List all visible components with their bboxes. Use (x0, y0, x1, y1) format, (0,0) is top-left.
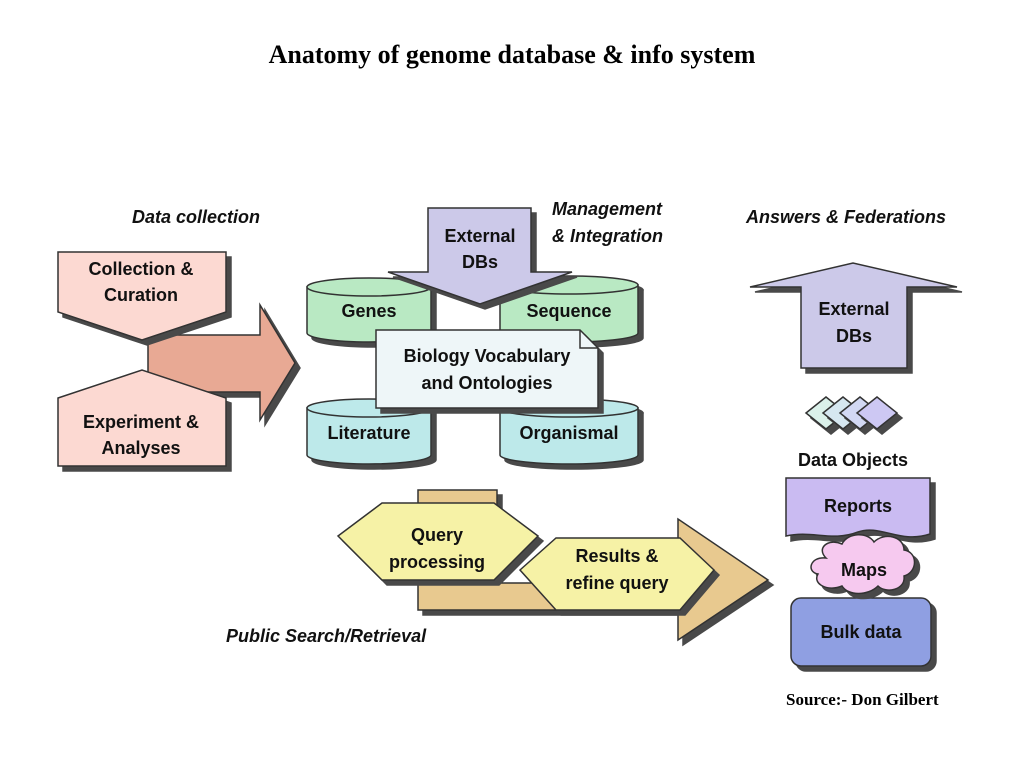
vocabulary-label-1: Biology Vocabulary (404, 346, 571, 366)
management-heading-1: Management (552, 199, 663, 219)
external-dbs-out-arrow (749, 262, 958, 369)
external-dbs-in-arrow (387, 207, 573, 305)
answers-heading: Answers & Federations (745, 207, 946, 227)
bulk-data-label: Bulk data (820, 622, 902, 642)
query-processing-box (336, 502, 540, 581)
data-objects-label: Data Objects (798, 450, 908, 470)
external-dbs-in-label-1: External (444, 226, 515, 246)
vocabulary-note (375, 329, 599, 409)
genes-label: Genes (341, 301, 396, 321)
results-refine-label-1: Results & (575, 546, 658, 566)
maps-cloud (810, 534, 916, 595)
sequence-label: Sequence (526, 301, 611, 321)
experiment-analyses-box (57, 369, 227, 467)
data-collection-heading: Data collection (132, 207, 260, 227)
data-objects-icon (804, 396, 899, 430)
literature-label: Literature (327, 423, 410, 443)
collection-curation-box (57, 251, 227, 341)
collection-curation-label-2: Curation (104, 285, 178, 305)
query-processing-label-2: processing (389, 552, 485, 572)
bulk-data-box (790, 597, 932, 667)
vocabulary-label-2: and Ontologies (421, 373, 552, 393)
experiment-analyses-label-2: Analyses (101, 438, 180, 458)
results-refine-box (518, 537, 716, 611)
experiment-analyses-label-1: Experiment & (83, 412, 199, 432)
genes-database (306, 277, 432, 343)
maps-label: Maps (841, 560, 887, 580)
external-dbs-out-label-1: External (818, 299, 889, 319)
external-dbs-out-label-2: DBs (836, 326, 872, 346)
vocabulary-note-fold (579, 330, 598, 349)
reports-box (785, 477, 931, 538)
organismal-label: Organismal (519, 423, 618, 443)
collection-curation-label-1: Collection & (88, 259, 193, 279)
results-refine-label-2: refine query (565, 573, 668, 593)
management-heading-2: & Integration (552, 226, 663, 246)
reports-label: Reports (824, 496, 892, 516)
slide-title: Anatomy of genome database & info system (268, 40, 756, 69)
external-dbs-in-label-2: DBs (462, 252, 498, 272)
public-search-heading: Public Search/Retrieval (226, 626, 427, 646)
query-processing-label-1: Query (411, 525, 463, 545)
source-credit: Source:- Don Gilbert (786, 690, 939, 709)
